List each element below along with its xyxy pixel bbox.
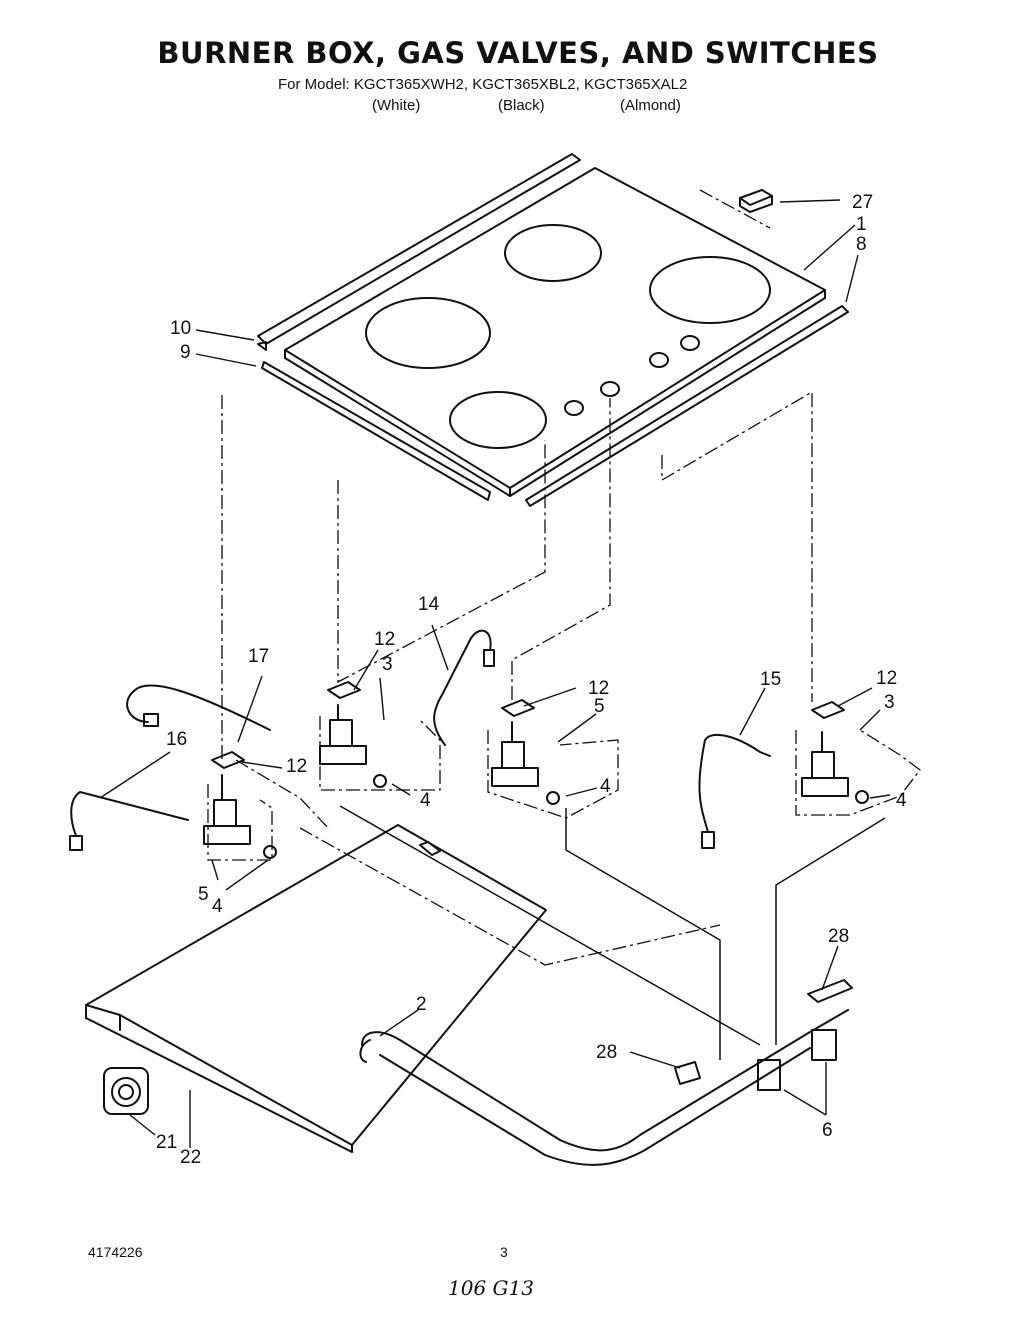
callout-12-right: 12: [876, 668, 897, 689]
callout-3-left-rear: 3: [382, 654, 393, 675]
trim-strip-front: [261, 361, 491, 501]
callout-28-lower: 28: [596, 1042, 617, 1063]
handwritten-note: 106 G13: [448, 1276, 534, 1300]
callout-2: 2: [416, 994, 427, 1015]
clip-upper: [807, 979, 853, 1003]
callout-12-left-front: 12: [286, 756, 307, 777]
pressure-regulator: [103, 1067, 149, 1115]
trim-strip-right: [525, 305, 849, 507]
callout-22: 22: [180, 1147, 201, 1168]
bracket-part-27: [739, 189, 773, 213]
part-number: 4174226: [88, 1244, 143, 1260]
trim-strip-left: [257, 153, 581, 351]
callout-5-center: 5: [594, 696, 605, 717]
manifold-pipe: [359, 1009, 849, 1166]
callout-16: 16: [166, 729, 187, 750]
gas-tube-17: [126, 684, 271, 731]
connector-lines: [339, 805, 886, 1060]
callout-12-center: 12: [588, 678, 609, 699]
gas-valve-left-rear: [319, 681, 387, 788]
callout-14: 14: [418, 594, 440, 615]
clip-lower: [674, 1061, 701, 1085]
page-number: 3: [500, 1244, 508, 1260]
page-title: BURNER BOX, GAS VALVES, AND SWITCHES: [157, 36, 879, 70]
callout-4-center: 4: [600, 776, 611, 797]
alignment-lines: [207, 189, 921, 966]
callout-27: 27: [852, 192, 873, 213]
callout-9: 9: [180, 342, 191, 363]
callout-8: 8: [856, 234, 867, 255]
callout-5-left-front: 5: [198, 884, 209, 905]
leader-lines: [99, 199, 891, 1148]
gas-valve-right: [801, 701, 869, 804]
gas-tube-16: [69, 791, 189, 851]
callout-28-upper: 28: [828, 926, 849, 947]
burner-box-tray: [85, 824, 547, 1153]
variant-black: (Black): [498, 97, 545, 114]
variant-almond: (Almond): [620, 97, 681, 114]
callout-3-right: 3: [884, 692, 895, 713]
callout-4-left-rear: 4: [420, 790, 431, 811]
switch-lower: [757, 1059, 781, 1091]
gas-tube-14: [433, 629, 495, 746]
callout-6: 6: [822, 1120, 833, 1141]
callout-4-left-front: 4: [212, 896, 223, 917]
callout-12-left-rear: 12: [374, 629, 395, 650]
gas-valve-center: [491, 699, 560, 805]
callout-15: 15: [760, 669, 781, 690]
cooktop-panel: [284, 167, 826, 497]
callout-labels: 27 1 8 10 9 14 12 3 17 16 12 5 4 15 12 3…: [156, 192, 907, 1168]
callout-17: 17: [248, 646, 269, 667]
callout-4-right: 4: [896, 790, 907, 811]
model-line: For Model: KGCT365XWH2, KGCT365XBL2, KGC…: [278, 76, 688, 93]
callout-1: 1: [856, 214, 867, 235]
callout-21: 21: [156, 1132, 177, 1153]
gas-tube-15: [698, 733, 771, 849]
callout-10: 10: [170, 318, 191, 339]
gas-valve-left-front: [203, 751, 277, 859]
variant-white: (White): [372, 97, 421, 114]
switch-upper: [811, 1029, 837, 1061]
